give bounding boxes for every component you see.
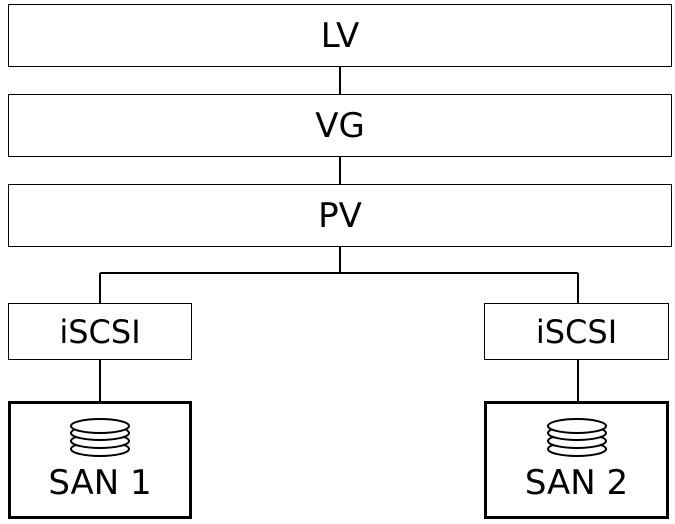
pv-box: PV <box>8 184 672 247</box>
san-label-right: SAN 2 <box>524 463 629 503</box>
iscsi-box-left: iSCSI <box>8 303 192 360</box>
vg-label: VG <box>315 105 365 146</box>
iscsi-label-right: iSCSI <box>535 312 618 351</box>
lv-box: LV <box>8 4 672 67</box>
vg-box: VG <box>8 94 672 157</box>
san-label-left: SAN 1 <box>48 463 152 503</box>
iscsi-box-right: iSCSI <box>484 303 669 360</box>
disk-stack-icon <box>546 418 607 457</box>
san-box-right: SAN 2 <box>484 401 669 519</box>
san-box-left: SAN 1 <box>8 401 192 519</box>
disk-stack-icon <box>70 418 130 457</box>
iscsi-label-left: iSCSI <box>59 312 141 351</box>
pv-label: PV <box>318 195 362 236</box>
lv-label: LV <box>320 15 360 56</box>
